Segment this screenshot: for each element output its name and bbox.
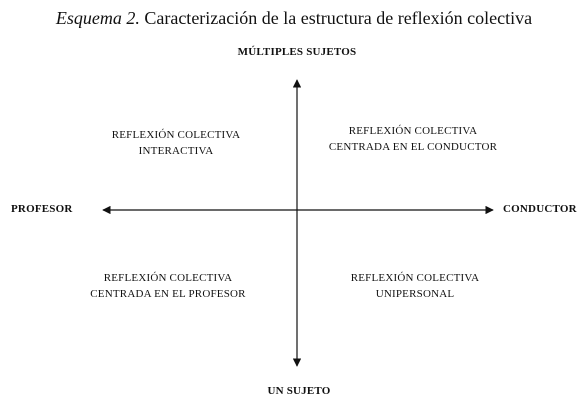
title-prefix: Esquema 2. [55,8,140,28]
quadrant-top-left: REFLEXIÓN COLECTIVA INTERACTIVA [76,127,276,159]
quadrant-bottom-right-line1: REFLEXIÓN COLECTIVA [350,272,480,284]
axis-label-left: PROFESOR [11,203,73,215]
quadrant-top-right: REFLEXIÓN COLECTIVA CENTRADA EN EL CONDU… [313,123,513,155]
title-text: Caracterización de la estructura de refl… [144,8,533,28]
quadrant-bottom-right: REFLEXIÓN COLECTIVA UNIPERSONAL [315,270,515,302]
axis-label-right: CONDUCTOR [503,203,577,215]
quadrant-bottom-left: REFLEXIÓN COLECTIVA CENTRADA EN EL PROFE… [68,270,268,302]
axis-label-bottom: UN SUJETO [267,385,331,397]
quadrant-top-right-line2: CENTRADA EN EL CONDUCTOR [328,141,498,153]
quadrant-top-left-line2: INTERACTIVA [138,145,214,157]
quadrant-bottom-right-line2: UNIPERSONAL [375,288,455,300]
quadrant-top-left-line1: REFLEXIÓN COLECTIVA [111,129,241,141]
quadrant-bottom-left-line1: REFLEXIÓN COLECTIVA [103,272,233,284]
quadrant-bottom-left-line2: CENTRADA EN EL PROFESOR [90,288,246,300]
diagram-title: Esquema 2. Caracterización de la estruct… [0,8,588,29]
quadrant-top-right-line1: REFLEXIÓN COLECTIVA [348,125,478,137]
axis-label-top: MÚLTIPLES SUJETOS [237,46,357,58]
